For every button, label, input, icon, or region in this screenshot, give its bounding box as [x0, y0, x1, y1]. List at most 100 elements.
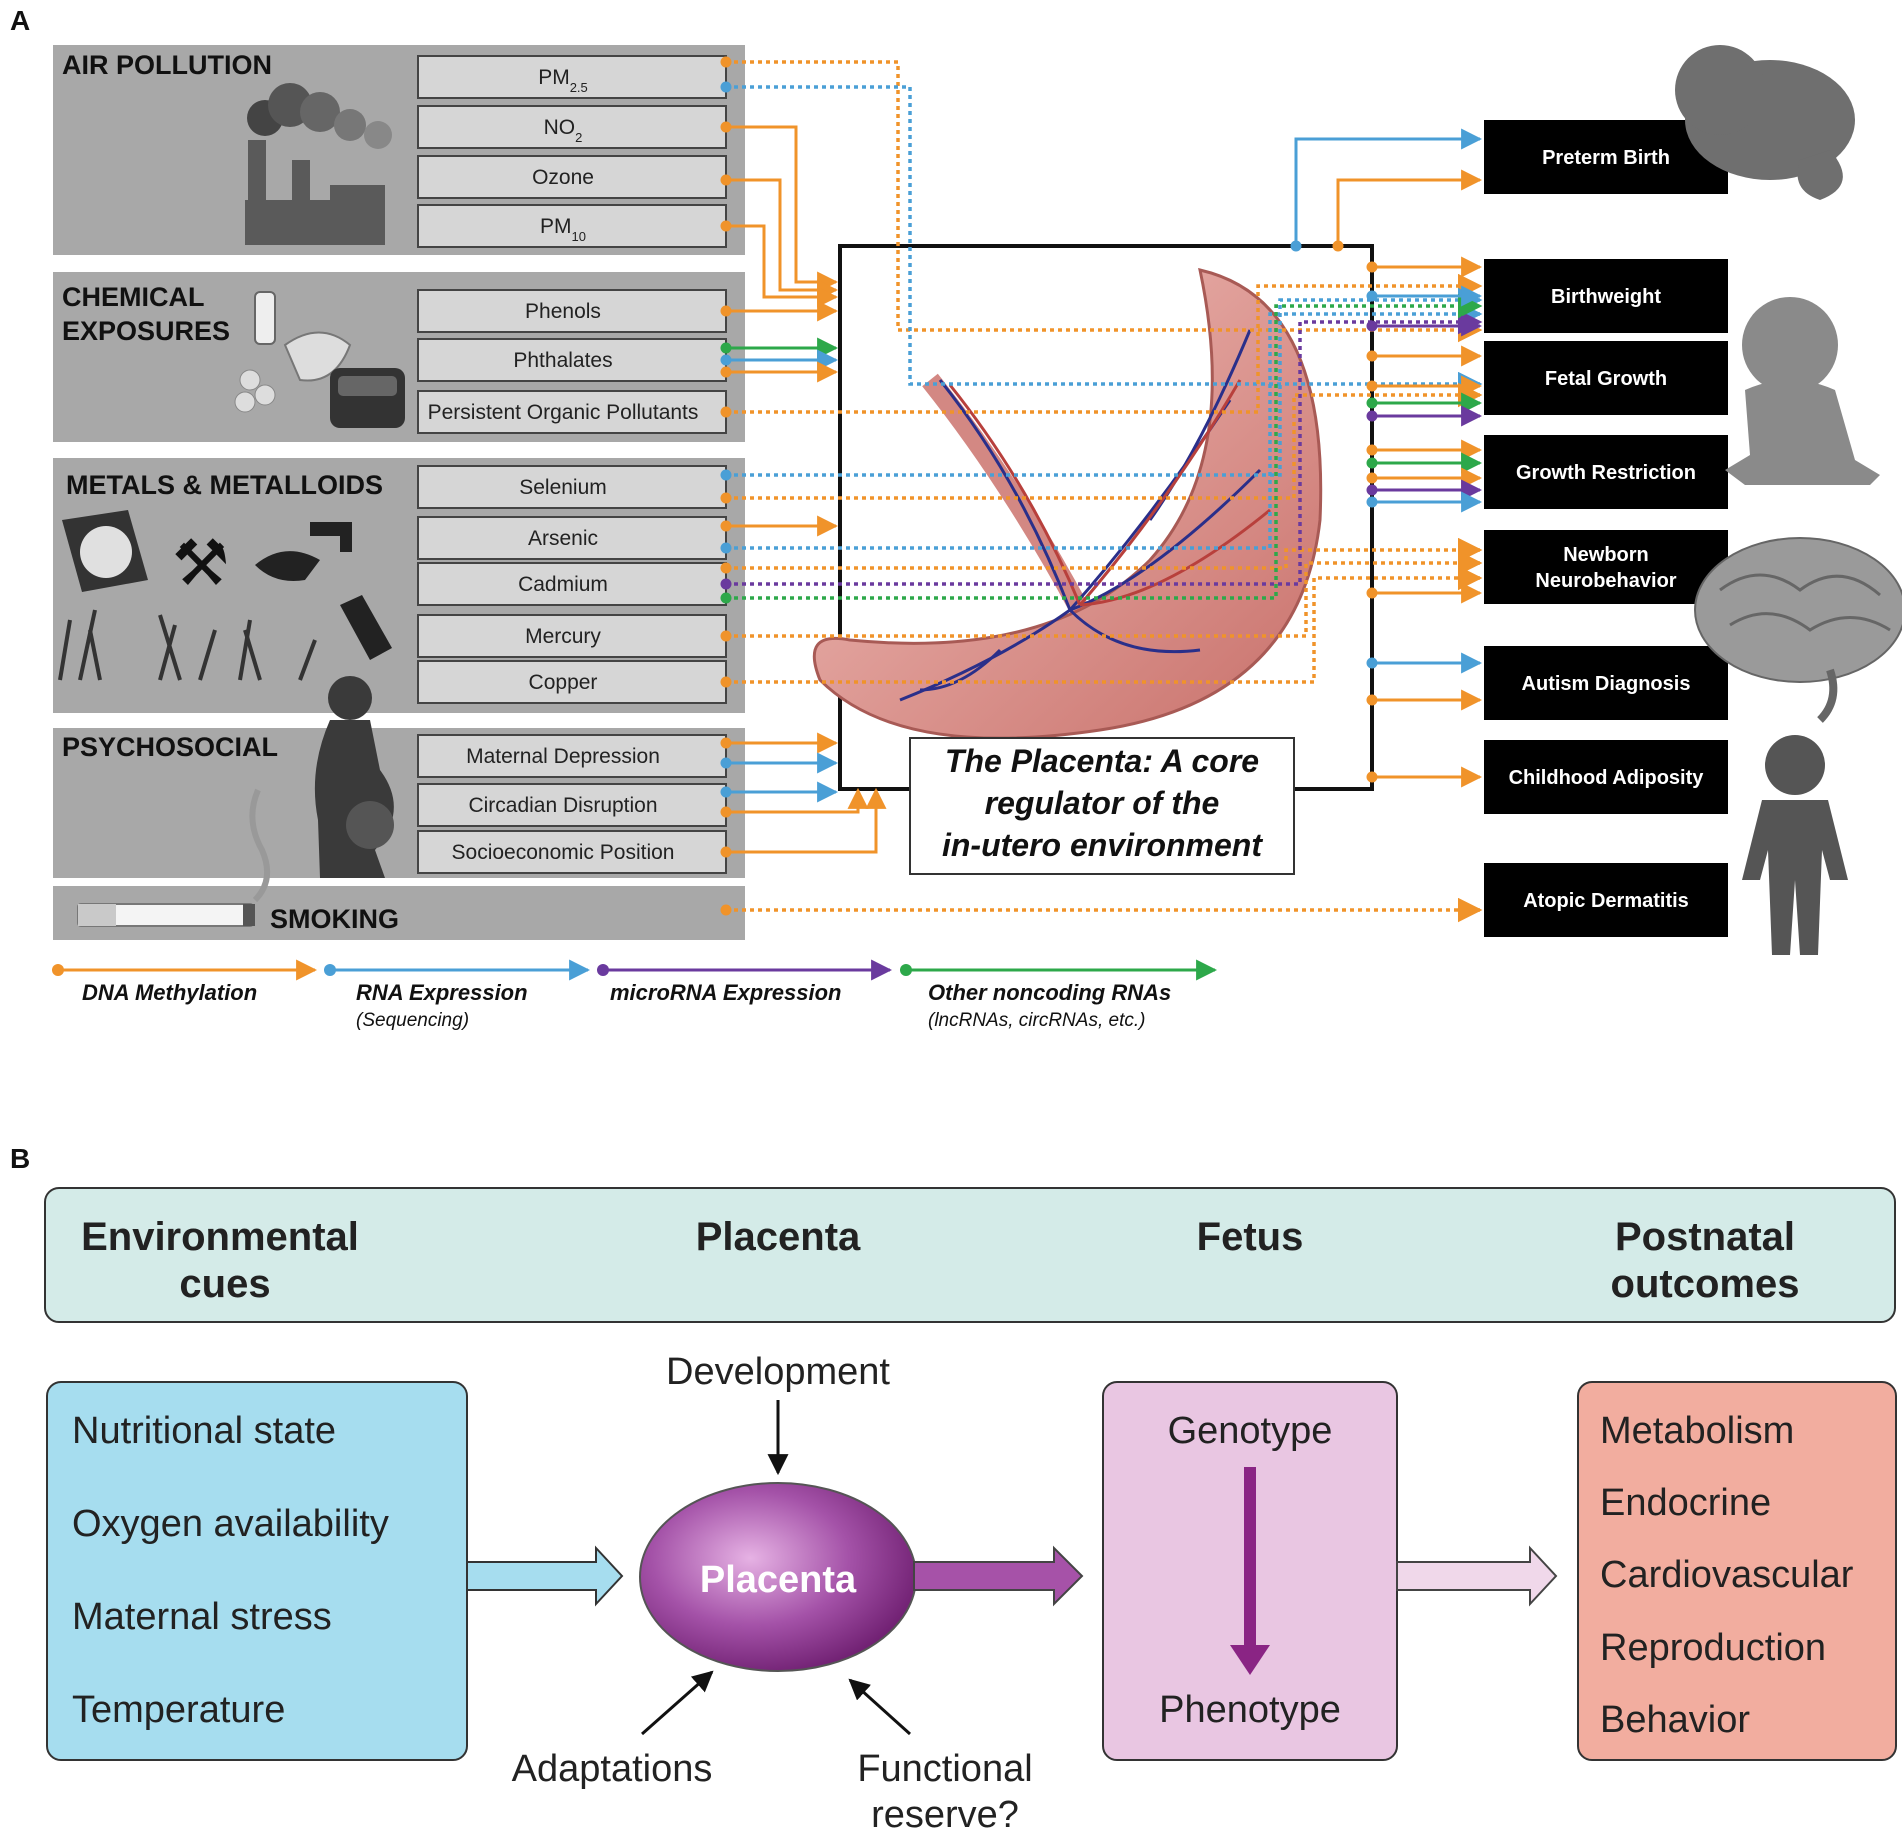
legend: DNA Methylation RNA Expression (Sequenci… — [52, 959, 1218, 1031]
header-environmental: Environmental — [81, 1215, 359, 1259]
exposure-box-cadmium — [417, 562, 727, 606]
category-air-pollution: AIR POLLUTION — [62, 50, 272, 80]
header-postnatal: Postnatal — [1615, 1215, 1795, 1259]
stage-header-bar — [44, 1187, 1896, 1323]
exposure-box-copper — [417, 660, 727, 704]
outcome-endocrine: Endocrine — [1600, 1482, 1771, 1524]
outcome-box-fetal_growth — [1484, 341, 1728, 415]
outcome-label-growth-restriction: Growth Restriction — [1516, 462, 1696, 484]
outcome-box-adiposity — [1484, 740, 1728, 814]
fetus-icon — [1675, 45, 1855, 200]
arrow-env-to-placenta — [466, 1545, 624, 1607]
label-adaptations: Adaptations — [512, 1748, 713, 1790]
panel-b-letter: B — [10, 1143, 30, 1174]
exposure-label-copper: Copper — [529, 671, 598, 694]
outcome-box-autism — [1484, 646, 1728, 720]
exposure-label-arsenic: Arsenic — [528, 527, 598, 550]
outcome-label-fetal-growth: Fetal Growth — [1545, 368, 1667, 390]
placenta-title-box — [909, 737, 1295, 875]
connector-lines — [720, 56, 1483, 923]
exposure-box-circadian — [417, 783, 727, 827]
exposure-box-pm25 — [417, 55, 727, 99]
category-psychosocial: PSYCHOSOCIAL — [62, 732, 278, 762]
outcome-label-neuro-2: Neurobehavior — [1535, 570, 1676, 592]
exposure-box-phenols — [417, 289, 727, 333]
exposure-box-selenium — [417, 465, 727, 509]
arrow-fetus-to-postnatal — [1396, 1545, 1558, 1607]
legend-rna-sub: (Sequencing) — [356, 1010, 469, 1031]
placenta-title-line2: regulator of the — [985, 785, 1220, 821]
exposure-label-phenols: Phenols — [525, 300, 601, 323]
placenta-title-line1: The Placenta: A core — [945, 743, 1259, 779]
outcome-reproduction: Reproduction — [1600, 1627, 1826, 1669]
exposure-box-arsenic — [417, 516, 727, 560]
exposure-box-phthalates — [417, 338, 727, 382]
label-functional: Functional — [857, 1748, 1032, 1790]
category-metals: METALS & METALLOIDS — [66, 470, 383, 500]
outcome-behavior: Behavior — [1600, 1699, 1750, 1741]
outcome-metabolism: Metabolism — [1600, 1410, 1794, 1452]
outcome-box-growth_restriction — [1484, 435, 1728, 509]
exposure-label-pm25: PM2.5 — [538, 66, 588, 95]
fetus-phenotype: Phenotype — [1159, 1689, 1341, 1731]
legend-other-ncrna-sub: (lncRNAs, circRNAs, etc.) — [928, 1010, 1145, 1031]
arrow-placenta-to-fetus — [913, 1545, 1084, 1607]
genotype-to-phenotype-arrowhead — [1230, 1645, 1270, 1675]
arrow-functional-reserve — [848, 1678, 912, 1736]
panel-a-letter: A — [10, 5, 30, 36]
exposure-label-depression: Maternal Depression — [466, 745, 660, 768]
exposure-box-depression — [417, 734, 727, 778]
category-chemical-line1: CHEMICAL — [62, 282, 205, 312]
cigarette-icon — [77, 788, 271, 927]
legend-dna-methylation: DNA Methylation — [82, 980, 257, 1005]
exposure-label-cadmium: Cadmium — [518, 573, 608, 596]
outcome-label-atopic: Atopic Dermatitis — [1523, 890, 1689, 912]
outcome-label-neuro-1: Newborn — [1563, 544, 1649, 566]
legend-other-ncrna: Other noncoding RNAs — [928, 980, 1171, 1005]
exposure-label-pm10: PM10 — [540, 215, 586, 244]
outcome-box-atopic — [1484, 863, 1728, 937]
legend-rna-expression: RNA Expression — [356, 980, 528, 1005]
exposure-box-pm10 — [417, 204, 727, 248]
genotype-to-phenotype-shaft — [1244, 1467, 1256, 1649]
arrow-adaptations — [641, 1670, 714, 1736]
header-fetus: Fetus — [1197, 1215, 1304, 1259]
postnatal-outcomes-box — [1577, 1381, 1897, 1761]
exposure-label-mercury: Mercury — [525, 625, 601, 648]
placenta-oval-label: Placenta — [700, 1559, 857, 1601]
outcome-label-birthweight: Birthweight — [1551, 286, 1661, 308]
exposure-label-no2: NO2 — [544, 116, 583, 145]
header-cues: cues — [179, 1262, 270, 1306]
outcome-cardiovascular: Cardiovascular — [1600, 1554, 1854, 1596]
outcome-box-neuro — [1484, 530, 1728, 604]
exposure-box-pops — [417, 390, 727, 434]
child-icon — [1742, 735, 1848, 955]
hammer-pick-icon: ⚒ — [172, 527, 229, 599]
cue-nutritional-state: Nutritional state — [72, 1410, 336, 1452]
outcome-label-preterm: Preterm Birth — [1542, 147, 1670, 169]
baby-icon — [1725, 297, 1880, 485]
label-development: Development — [666, 1351, 890, 1393]
header-outcomes: outcomes — [1611, 1262, 1800, 1306]
cue-maternal-stress: Maternal stress — [72, 1596, 332, 1638]
exposure-label-phthalates: Phthalates — [513, 349, 612, 372]
outcome-box-birthweight — [1484, 259, 1728, 333]
category-smoking: SMOKING — [270, 904, 399, 934]
outcome-label-autism: Autism Diagnosis — [1522, 673, 1691, 695]
exposure-box-mercury — [417, 614, 727, 658]
legend-microrna: microRNA Expression — [610, 980, 841, 1005]
bottle-container-icon — [234, 291, 405, 428]
exposure-label-selenium: Selenium — [519, 476, 607, 499]
cue-oxygen-availability: Oxygen availability — [72, 1503, 389, 1545]
exposure-label-ses: Socioeconomic Position — [452, 841, 675, 864]
exposure-box-ozone — [417, 155, 727, 199]
brain-icon — [1694, 537, 1902, 723]
cue-temperature: Temperature — [72, 1689, 285, 1731]
header-placenta: Placenta — [696, 1215, 861, 1259]
exposure-label-pops: Persistent Organic Pollutants — [428, 401, 699, 424]
fetus-genotype: Genotype — [1168, 1410, 1333, 1452]
placenta-title-line3: in-utero environment — [942, 827, 1263, 863]
exposure-label-ozone: Ozone — [532, 166, 594, 189]
